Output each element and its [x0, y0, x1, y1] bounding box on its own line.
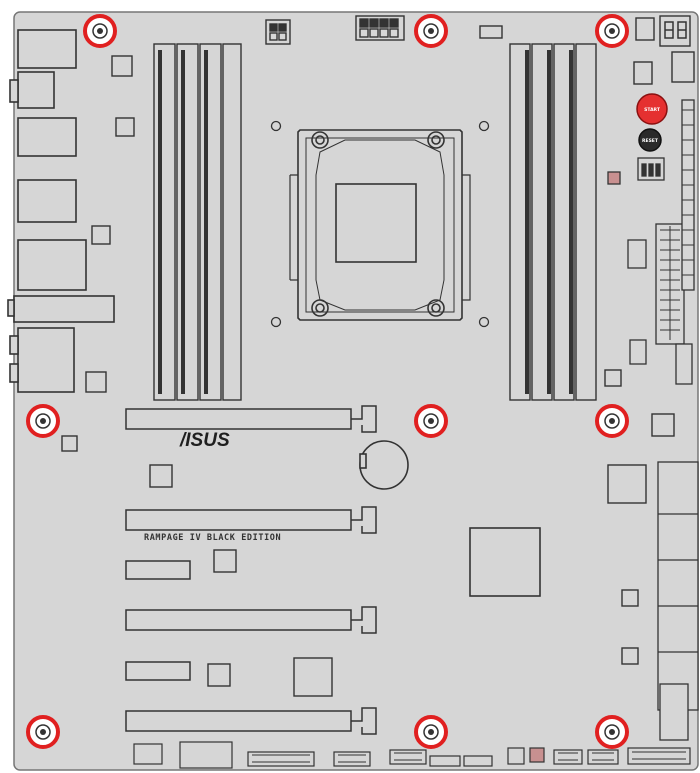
mounting-hole-icon [595, 715, 629, 749]
dimm-slots-left [153, 43, 242, 401]
reset-button-label: RESET [642, 138, 659, 144]
brand-logo: /ISUS [179, 430, 230, 451]
chipset [469, 527, 541, 597]
pcie-slot-2 [125, 509, 352, 531]
pcie-slot-1 [125, 408, 352, 430]
mounting-hole-icon [83, 14, 117, 48]
header [429, 755, 461, 767]
dimm-slot [176, 43, 199, 401]
component [621, 647, 639, 665]
top-connectors [265, 15, 695, 85]
io-port-7-tab-a [9, 335, 19, 355]
io-port-4 [17, 179, 77, 223]
switch [507, 747, 525, 765]
component [651, 413, 675, 437]
component [61, 435, 78, 452]
header [587, 749, 619, 765]
mounting-hole-icon [595, 14, 629, 48]
component [85, 371, 107, 393]
header [463, 755, 493, 767]
dimm-slot [222, 43, 242, 401]
mounting-hole-icon [595, 404, 629, 438]
start-button-label: START [644, 107, 661, 113]
pcie-slot-3 [125, 609, 352, 631]
io-port-7 [17, 327, 75, 393]
switch [529, 747, 545, 763]
pcie-latches [351, 405, 377, 735]
dimm-slot [575, 43, 597, 401]
cpu-die [335, 183, 417, 263]
header-pins [252, 751, 686, 763]
component [111, 55, 133, 77]
dimm-slot [199, 43, 222, 401]
io-port-2 [17, 71, 55, 109]
mounting-hole-icon [414, 715, 448, 749]
sata-block [657, 461, 699, 711]
component [621, 589, 639, 607]
cpu-cooler-holes [270, 120, 490, 328]
component [607, 464, 647, 504]
cpu-socket [289, 129, 471, 321]
audio-header [179, 741, 233, 769]
io-port-6-tab [7, 299, 15, 317]
pcie-slots [125, 408, 352, 732]
header [671, 51, 695, 83]
component [115, 117, 135, 137]
atx-pins [660, 109, 694, 340]
cmos-battery [359, 440, 409, 490]
header [627, 747, 691, 765]
component [213, 549, 237, 573]
header [247, 751, 315, 767]
dimm-slots-right [509, 43, 597, 401]
mounting-hole-icon [26, 715, 60, 749]
pcie-slot-4 [125, 710, 352, 732]
start-button[interactable]: START [636, 93, 668, 125]
component [604, 369, 622, 387]
io-port-6 [13, 295, 115, 323]
header [633, 61, 653, 85]
header [133, 743, 163, 765]
header-top-right [635, 17, 655, 41]
mounting-holes [26, 14, 629, 749]
component [293, 657, 333, 697]
header [553, 749, 583, 765]
header [659, 683, 689, 741]
reset-button-icon[interactable] [638, 128, 662, 152]
small-components [61, 55, 675, 697]
component [149, 464, 173, 488]
reset-button[interactable]: RESET [638, 128, 662, 152]
power-button-icon[interactable] [636, 93, 668, 125]
dimm-slot [153, 43, 176, 401]
rear-io-panel [7, 29, 115, 393]
header [333, 751, 371, 767]
io-port-3 [17, 117, 77, 157]
usb3-header [681, 99, 695, 291]
mounting-hole-icon [414, 404, 448, 438]
component [91, 225, 111, 245]
io-port-2-tab [9, 79, 19, 103]
io-port-1 [17, 29, 77, 69]
header [675, 343, 693, 385]
header [627, 239, 647, 269]
mounting-hole-icon [414, 14, 448, 48]
pcie-x1-slot [125, 560, 191, 580]
model-name: RAMPAGE IV BLACK EDITION [144, 533, 281, 543]
io-port-7-tab-b [9, 363, 19, 383]
io-port-5 [17, 239, 87, 291]
header [389, 749, 427, 765]
fan-header [479, 25, 503, 39]
switch [607, 171, 621, 185]
mounting-hole-icon [26, 404, 60, 438]
component [207, 663, 231, 687]
debug-digits [664, 21, 687, 39]
pcie-x1-slot [125, 661, 191, 681]
header [629, 339, 647, 365]
